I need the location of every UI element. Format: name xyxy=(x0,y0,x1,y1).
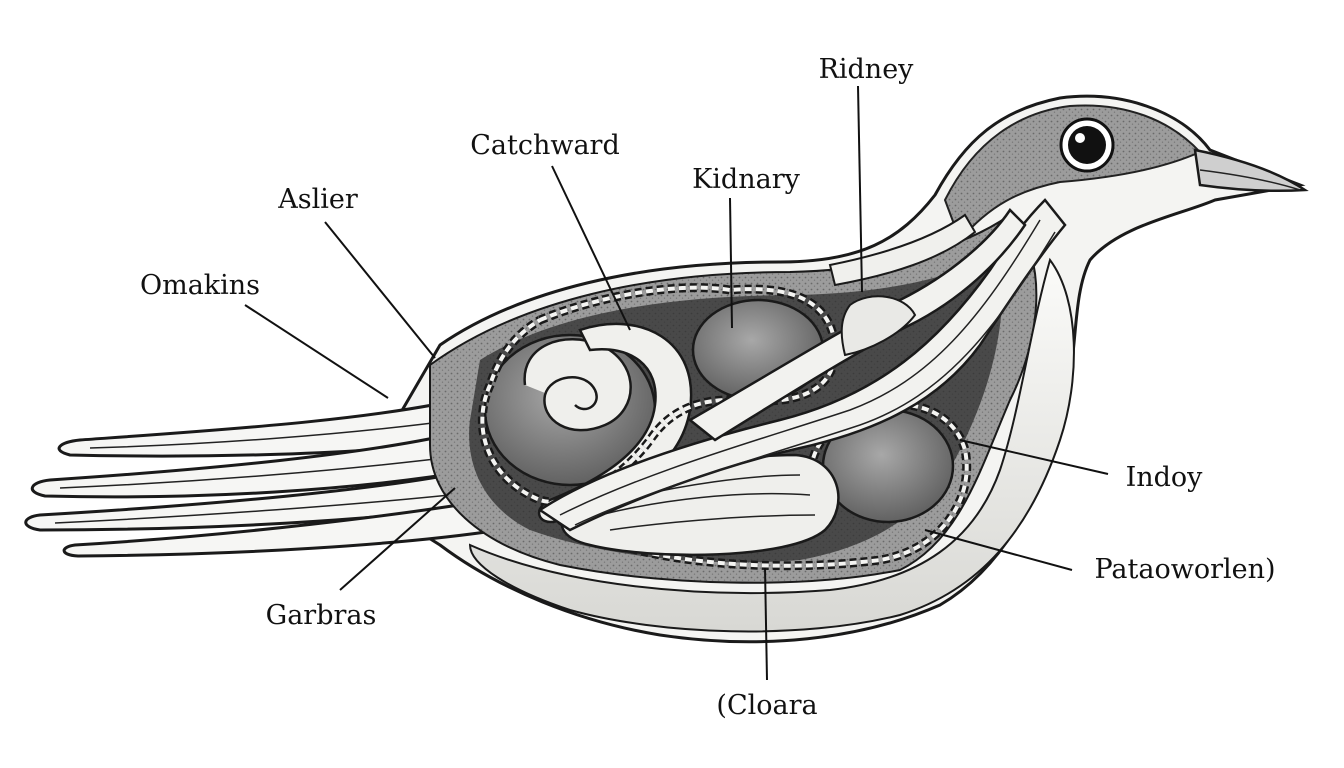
label-garbras: Garbras xyxy=(266,600,377,631)
beak-line xyxy=(1199,169,1301,191)
label-pataoworlen: Pataoworlen) xyxy=(1094,554,1275,585)
neck-strap xyxy=(828,213,977,287)
leader-kidnary xyxy=(729,197,733,329)
leader-aslier xyxy=(324,221,436,359)
tail-feathers xyxy=(24,393,502,558)
neck-structure xyxy=(840,295,917,357)
label-cloara: (Cloara xyxy=(716,690,817,721)
beak xyxy=(1193,148,1309,193)
leader-pataoworlen xyxy=(924,529,1073,571)
leader-ridney xyxy=(857,85,863,293)
leader-garbras xyxy=(339,487,456,591)
label-indoy: Indoy xyxy=(1126,462,1204,493)
eye-highlight xyxy=(1075,133,1085,143)
label-omakins: Omakins xyxy=(140,270,260,301)
label-aslier: Aslier xyxy=(277,184,358,215)
label-kidnary: Kidnary xyxy=(692,164,800,195)
leader-catchward xyxy=(551,165,631,331)
leader-cloara xyxy=(764,567,768,681)
label-ridney: Ridney xyxy=(819,54,915,85)
eye-pupil xyxy=(1068,126,1106,164)
leader-indoy xyxy=(959,439,1109,475)
leader-omakins xyxy=(244,304,389,399)
esophagus-line-2 xyxy=(574,231,1056,526)
body-wall xyxy=(468,257,1075,633)
label-catchward: Catchward xyxy=(470,130,620,161)
esophagus xyxy=(537,198,1067,532)
esophagus-line xyxy=(559,219,1041,516)
